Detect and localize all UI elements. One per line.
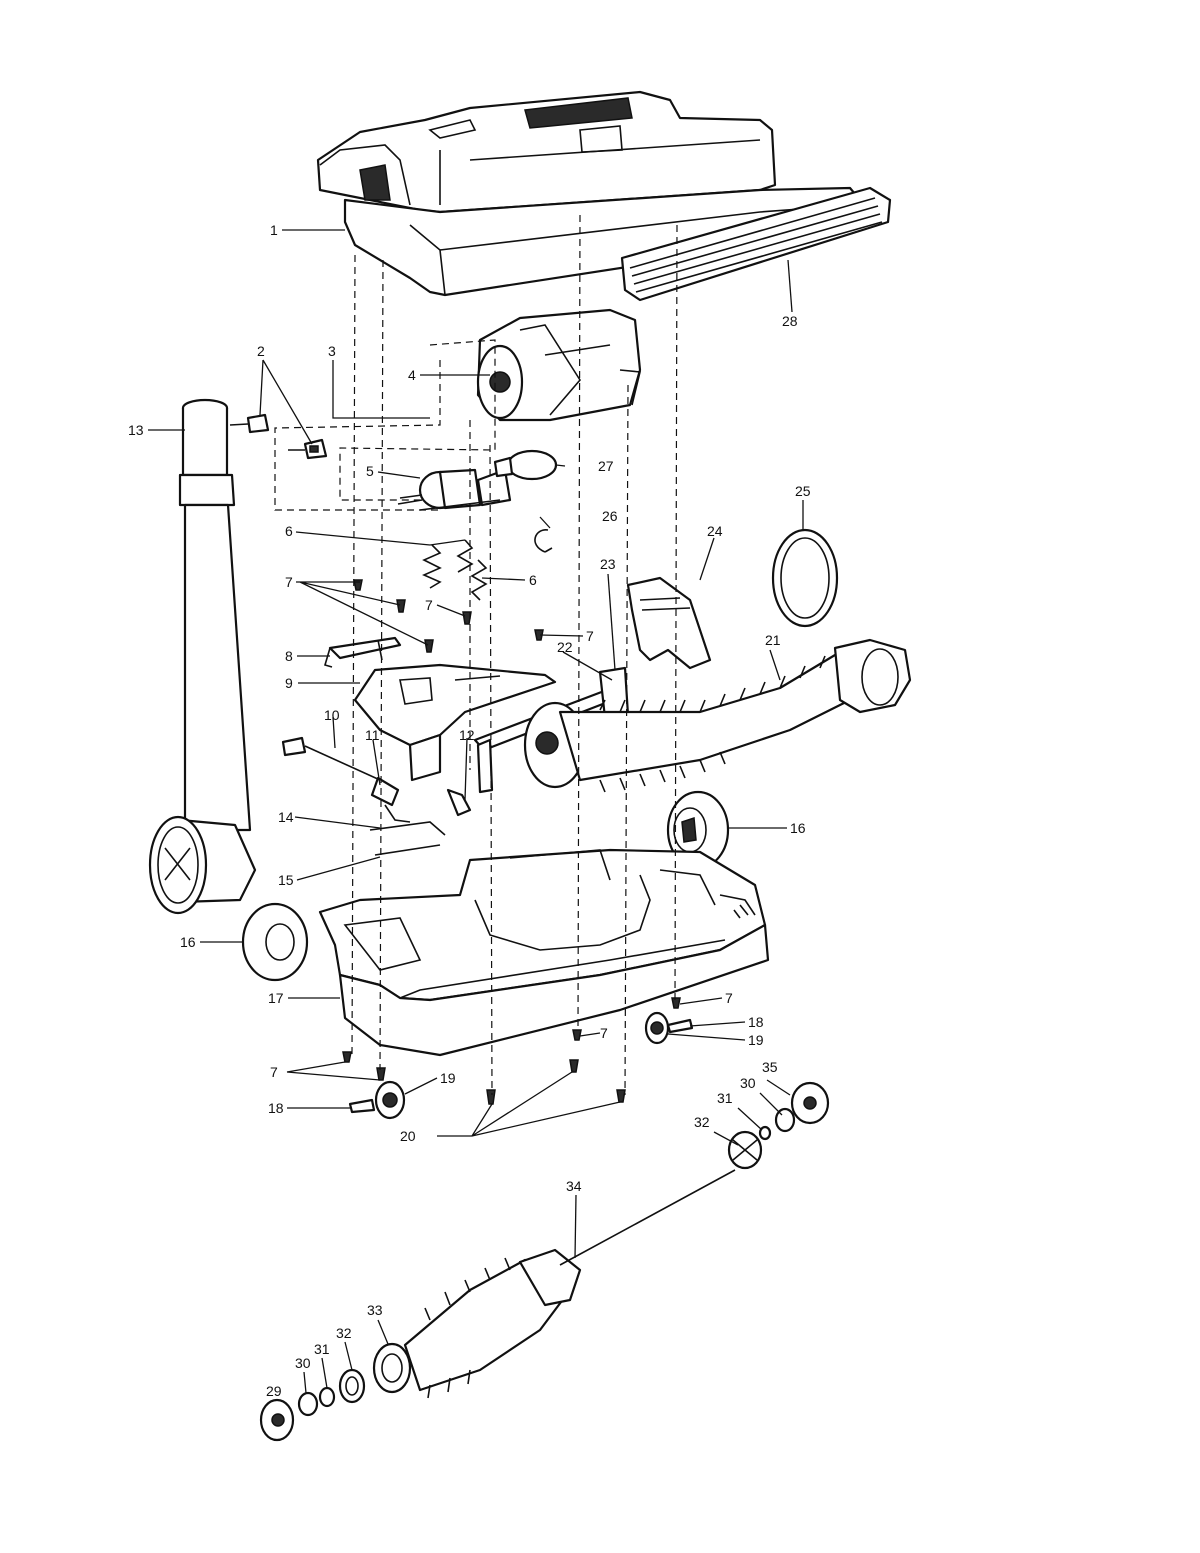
callout-25: 25 <box>795 483 811 499</box>
part-switch-connectors <box>229 413 328 460</box>
callout-23: 23 <box>600 556 616 572</box>
part-base-plate <box>353 663 557 782</box>
callout-22: 22 <box>557 639 573 655</box>
callout-16b: 16 <box>790 820 806 836</box>
callout-7f: 7 <box>270 1064 278 1080</box>
part-base-chassis <box>318 848 770 1057</box>
part-springs <box>422 539 488 601</box>
callout-32a: 32 <box>694 1114 710 1130</box>
part-cord-assembly <box>281 736 472 856</box>
callout-10: 10 <box>324 707 340 723</box>
callout-11: 11 <box>365 727 380 743</box>
callout-16a: 16 <box>180 934 196 950</box>
part-belt-guard <box>598 576 712 720</box>
callout-28: 28 <box>782 313 798 329</box>
callout-15: 15 <box>278 872 294 888</box>
callout-12: 12 <box>459 727 475 743</box>
callout-19b: 19 <box>440 1070 456 1086</box>
callout-17: 17 <box>268 990 284 1006</box>
callout-30b: 30 <box>295 1355 311 1371</box>
callout-7a: 7 <box>285 574 293 590</box>
callout-24: 24 <box>707 523 723 539</box>
callout-18b: 18 <box>268 1100 284 1116</box>
callout-7c: 7 <box>586 628 594 644</box>
part-hose-adapter <box>148 398 257 915</box>
callout-34: 34 <box>566 1178 582 1194</box>
callout-20: 20 <box>400 1128 416 1144</box>
callout-7b: 7 <box>425 597 433 613</box>
callout-26: 26 <box>602 508 618 524</box>
part-rear-wheel-right <box>644 1011 694 1045</box>
callout-4: 4 <box>408 367 416 383</box>
callout-21: 21 <box>765 632 781 648</box>
callout-33: 33 <box>367 1302 383 1318</box>
part-brushroll-lower <box>259 1081 830 1442</box>
part-bulb-socket <box>397 468 512 511</box>
callout-6b: 6 <box>529 572 537 588</box>
callout-30a: 30 <box>740 1075 756 1091</box>
part-agitator-upper <box>523 638 912 793</box>
part-motor-housing <box>476 308 642 422</box>
callout-19a: 19 <box>748 1032 764 1048</box>
callout-5: 5 <box>366 463 374 479</box>
callout-14: 14 <box>278 809 294 825</box>
part-belt-ring <box>771 528 839 628</box>
callout-2: 2 <box>257 343 265 359</box>
callout-13: 13 <box>128 422 144 438</box>
leader-lines <box>148 229 804 1394</box>
part-base-screws <box>486 1059 626 1105</box>
callout-27: 27 <box>598 458 614 474</box>
callout-8: 8 <box>285 648 293 664</box>
callout-18a: 18 <box>748 1014 764 1030</box>
callout-31b: 31 <box>314 1341 330 1357</box>
callout-3: 3 <box>328 343 336 359</box>
part-front-bumper <box>620 186 892 302</box>
callout-9: 9 <box>285 675 293 691</box>
part-wheel-left <box>241 902 309 982</box>
callout-7e: 7 <box>600 1025 608 1041</box>
callout-7d: 7 <box>725 990 733 1006</box>
callout-29: 29 <box>266 1383 282 1399</box>
callout-1: 1 <box>270 222 278 238</box>
part-hood-cover <box>316 90 862 297</box>
part-light-bulb <box>493 449 558 481</box>
callout-labels: 1 2 3 4 5 6 6 7 7 7 7 7 7 8 9 10 11 12 1… <box>128 222 811 1399</box>
callout-35: 35 <box>762 1059 778 1075</box>
callout-31a: 31 <box>717 1090 733 1106</box>
part-bracket <box>324 636 402 668</box>
part-clip <box>534 529 553 553</box>
callout-32b: 32 <box>336 1325 352 1341</box>
alignment-lines <box>274 214 678 1096</box>
part-rear-wheel-left <box>348 1080 406 1120</box>
callout-6a: 6 <box>285 523 293 539</box>
